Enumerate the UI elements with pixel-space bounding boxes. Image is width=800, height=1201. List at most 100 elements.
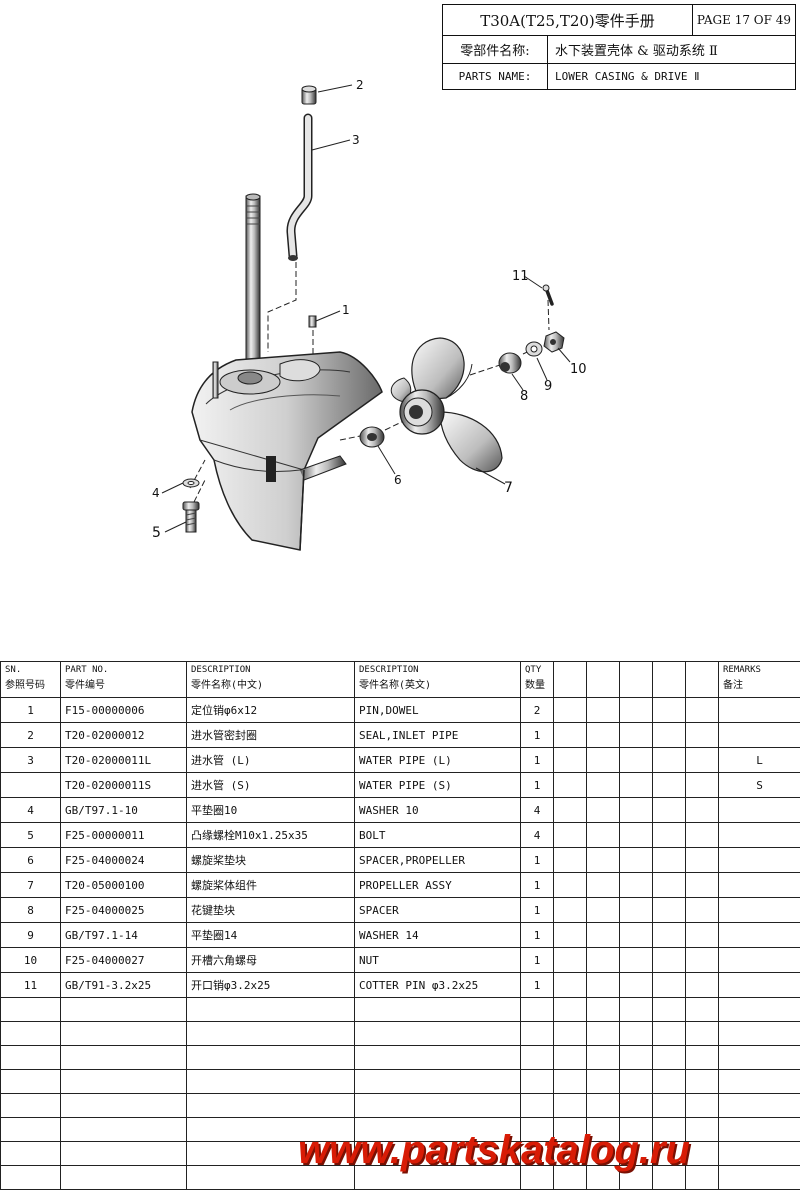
cell-empty	[354, 1093, 521, 1118]
parts-name-en-label: PARTS NAME:	[443, 63, 548, 89]
cell-empty	[718, 1165, 800, 1190]
cell-empty	[60, 1021, 187, 1046]
parts-name-cn-label: 零部件名称:	[443, 35, 548, 63]
cell-qty: 1	[520, 947, 554, 973]
cell-part-no: GB/T91-3.2x25	[60, 972, 187, 998]
cell-empty	[685, 1069, 719, 1094]
cell-empty	[186, 1117, 355, 1142]
cell-empty	[60, 1093, 187, 1118]
cell-empty	[652, 1021, 686, 1046]
cell-qty: 1	[520, 847, 554, 873]
cell-empty	[685, 1117, 719, 1142]
cell-remarks	[718, 947, 800, 973]
cell-part-no: T20-02000011S	[60, 772, 187, 798]
cell-qty: 1	[520, 772, 554, 798]
lower-casing-part	[191, 351, 383, 551]
header-qty-en: QTY	[525, 665, 542, 675]
cell-desc-cn: 花键垫块	[186, 897, 355, 923]
cell-empty	[553, 997, 587, 1022]
cell-blank	[685, 772, 719, 798]
cell-empty	[652, 1093, 686, 1118]
cell-qty: 2	[520, 697, 554, 723]
washer-10-part	[182, 478, 200, 488]
cell-part-no: F25-00000011	[60, 822, 187, 848]
cell-qty: 1	[520, 972, 554, 998]
cell-sn: 5	[0, 822, 61, 848]
parts-name-cn-row: 零部件名称: 水下装置壳体 & 驱动系统 Ⅱ	[443, 35, 795, 64]
cell-empty	[652, 1165, 686, 1190]
propeller-part	[390, 337, 503, 473]
cell-blank	[586, 772, 620, 798]
header-blank	[685, 661, 719, 698]
cell-blank	[685, 822, 719, 848]
cell-empty	[718, 1069, 800, 1094]
cell-blank	[586, 847, 620, 873]
cell-empty	[553, 1021, 587, 1046]
cell-blank	[652, 772, 686, 798]
cell-empty	[619, 1069, 653, 1094]
cell-sn	[0, 772, 61, 798]
cell-empty	[354, 1117, 521, 1142]
cell-blank	[553, 872, 587, 898]
callout-11: 11	[512, 269, 529, 284]
cell-empty	[0, 1021, 61, 1046]
cell-sn: 4	[0, 797, 61, 823]
dowel-pin-part	[308, 315, 317, 328]
cell-blank	[619, 822, 653, 848]
callout-7: 7	[504, 480, 513, 496]
cell-blank	[652, 822, 686, 848]
cell-empty	[60, 1045, 187, 1070]
water-pipe-part	[286, 113, 313, 261]
cell-blank	[619, 972, 653, 998]
callout-5: 5	[152, 525, 161, 541]
cell-blank	[586, 972, 620, 998]
parts-name-en-row: PARTS NAME: LOWER CASING & DRIVE Ⅱ	[443, 63, 795, 89]
cell-empty	[553, 1045, 587, 1070]
cell-blank	[553, 972, 587, 998]
cell-blank	[685, 922, 719, 948]
cell-empty	[0, 1045, 61, 1070]
header-sn: SN.参照号码	[0, 661, 61, 698]
cell-desc-en: SPACER,PROPELLER	[354, 847, 521, 873]
parts-name-cn: 水下装置壳体 & 驱动系统 Ⅱ	[555, 43, 718, 59]
empty-table-row	[0, 1141, 800, 1166]
cell-blank	[553, 822, 587, 848]
cell-desc-en: PROPELLER ASSY	[354, 872, 521, 898]
cell-blank	[619, 697, 653, 723]
cell-sn: 8	[0, 897, 61, 923]
cell-desc-en: COTTER PIN φ3.2x25	[354, 972, 521, 998]
cell-qty: 1	[520, 897, 554, 923]
cell-blank	[685, 722, 719, 748]
cell-blank	[652, 847, 686, 873]
cell-desc-cn: 定位销φ6x12	[186, 697, 355, 723]
cell-blank	[586, 922, 620, 948]
cell-empty	[586, 1141, 620, 1166]
cell-empty	[619, 1045, 653, 1070]
cell-empty	[718, 1141, 800, 1166]
callout-1: 1	[342, 303, 350, 317]
cell-blank	[619, 922, 653, 948]
cell-empty	[186, 1165, 355, 1190]
cell-empty	[685, 1045, 719, 1070]
cell-empty	[586, 1021, 620, 1046]
cell-remarks	[718, 697, 800, 723]
cell-empty	[586, 1045, 620, 1070]
empty-table-row	[0, 1165, 800, 1190]
cell-blank	[553, 947, 587, 973]
cell-part-no: F15-00000006	[60, 697, 187, 723]
cell-blank	[652, 722, 686, 748]
cell-part-no: GB/T97.1-14	[60, 922, 187, 948]
cell-blank	[553, 747, 587, 773]
cell-blank	[586, 947, 620, 973]
